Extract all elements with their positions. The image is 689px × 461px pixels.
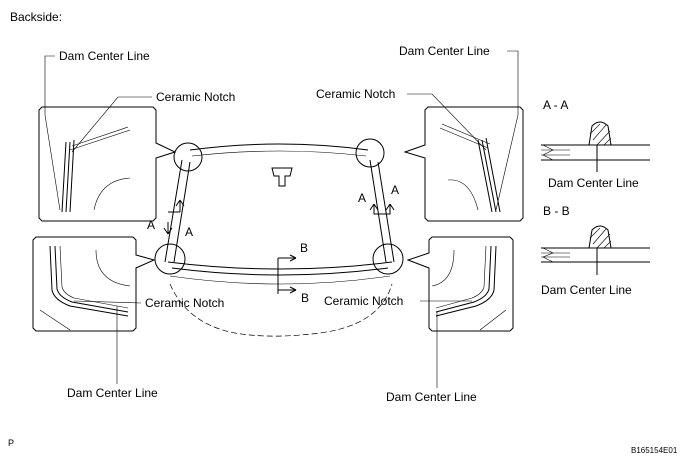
- section-a-left-marker: [163, 199, 185, 235]
- detail-box-top-left: [38, 106, 177, 222]
- corner-circle-top-right: [355, 138, 385, 168]
- leader-line: [44, 55, 61, 211]
- detail-box-bottom-left: [32, 236, 156, 332]
- ceramic-notch-label: Ceramic Notch: [316, 87, 395, 101]
- windshield-outline: [164, 143, 395, 337]
- dam-center-line-label: Dam Center Line: [548, 176, 639, 190]
- corner-circle-bottom-right: [372, 243, 404, 275]
- ceramic-notch-label: Ceramic Notch: [324, 294, 403, 308]
- section-a-label: A: [147, 218, 155, 232]
- leader-line: [407, 93, 487, 151]
- detail-box-top-right: [403, 106, 524, 222]
- ceramic-notch-label: Ceramic Notch: [156, 90, 235, 104]
- section-a-right-marker: [369, 203, 395, 215]
- detail-box-bottom-right: [406, 236, 514, 332]
- figure-id: B165154E01: [631, 446, 678, 455]
- section-a-label: A: [358, 191, 366, 205]
- dam-center-line-label: Dam Center Line: [386, 390, 477, 404]
- ceramic-notch-label: Ceramic Notch: [145, 296, 224, 310]
- cross-section-aa: [541, 121, 650, 172]
- dam-center-line-label: Dam Center Line: [399, 44, 490, 58]
- corner-circle-bottom-left: [154, 243, 186, 275]
- section-a-label: A: [391, 183, 399, 197]
- leader-line: [71, 96, 152, 153]
- section-b-marker: [277, 254, 297, 294]
- corner-circle-top-left: [173, 142, 203, 172]
- page-title: Backside:: [10, 10, 62, 24]
- dam-center-line-label: Dam Center Line: [541, 283, 632, 297]
- leader-line: [73, 300, 142, 304]
- section-aa-title: A - A: [543, 98, 568, 112]
- dam-center-line-label: Dam Center Line: [59, 49, 150, 63]
- section-b-label: B: [300, 241, 308, 255]
- footer-left-code: P: [8, 438, 14, 448]
- section-a-label: A: [185, 225, 193, 239]
- cross-section-bb: [541, 225, 650, 275]
- section-b-label: B: [301, 291, 309, 305]
- dam-center-line-label: Dam Center Line: [67, 386, 158, 400]
- section-bb-title: B - B: [543, 204, 570, 218]
- leader-line: [495, 50, 519, 211]
